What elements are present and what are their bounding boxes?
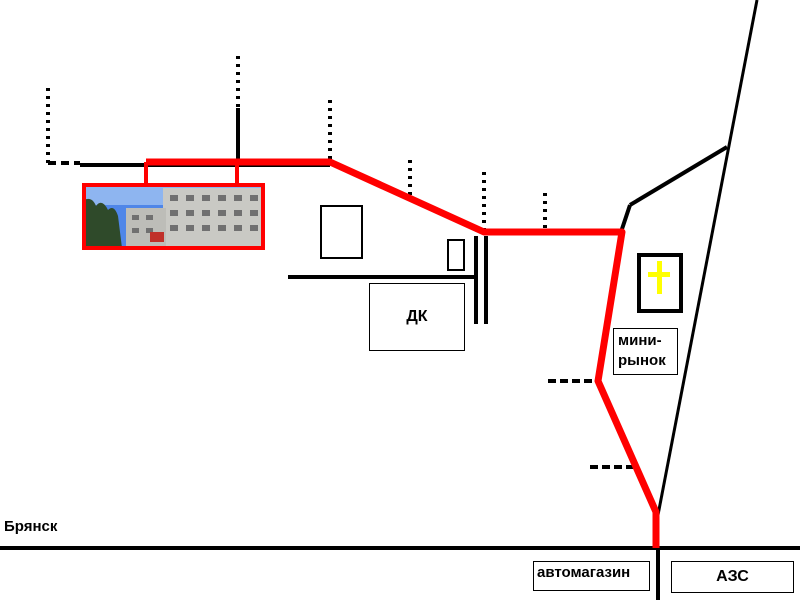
city-label: Брянск — [4, 518, 58, 535]
route-line — [146, 158, 660, 548]
minimarket-label-line2: рынок — [618, 352, 666, 369]
road-to-diagonal — [628, 145, 729, 207]
dk-label: ДК — [406, 308, 428, 325]
cross-icon-bar — [648, 272, 670, 277]
diagonal-road — [656, 0, 759, 516]
minimarket-label-box: мини- рынок — [613, 328, 678, 375]
building-small-2 — [447, 239, 465, 271]
azs-box: АЗС — [671, 561, 794, 593]
automagazin-label: автомагазин — [537, 564, 631, 581]
cross-icon — [657, 261, 662, 294]
dk-building: ДК — [369, 283, 465, 351]
automagazin-box — [533, 561, 650, 591]
minimarket-label-line1: мини- — [618, 332, 662, 349]
apartment-building-photo — [82, 183, 265, 250]
azs-label: АЗС — [716, 568, 749, 585]
building-small-1 — [320, 205, 363, 259]
